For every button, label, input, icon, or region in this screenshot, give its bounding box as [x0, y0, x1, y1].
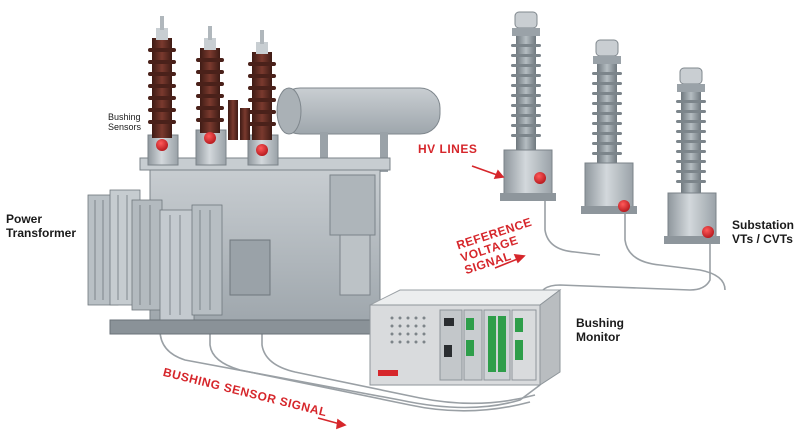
hv-lines-label: HV LINES	[418, 142, 478, 156]
power-transformer	[87, 87, 441, 335]
sensor-dot-icon	[702, 226, 714, 238]
radiator-bank	[87, 189, 223, 321]
vt-2	[581, 39, 637, 214]
bushing-monitor-label: Bushing Monitor	[576, 316, 624, 345]
power-transformer-label: Power Transformer	[6, 212, 77, 241]
bushing-monitor-device	[369, 289, 562, 386]
bushing-1	[148, 16, 176, 138]
arrow-right-icon	[493, 169, 505, 179]
substation-vts	[500, 11, 720, 244]
signal-arrows	[317, 165, 526, 430]
bushing-3	[248, 30, 276, 140]
arrow-right-icon	[513, 254, 526, 264]
sensor-dot-icon	[156, 139, 168, 151]
vt-wire-2	[624, 210, 726, 291]
sensor-dot-icon	[534, 172, 546, 184]
bushing-2	[196, 26, 224, 133]
vt-wire-3	[537, 240, 711, 301]
sensor-dot-icon	[204, 132, 216, 144]
sensor-dot-icon	[618, 200, 630, 212]
sensor-wire-1	[159, 150, 541, 409]
conservator-tank	[279, 87, 441, 135]
arrow-right-icon	[336, 418, 347, 430]
vt-1	[500, 11, 556, 201]
substation-vts-label: Substation VTs / CVTs	[732, 218, 794, 247]
sensor-wire-2	[209, 135, 531, 412]
sensor-dot-icon	[256, 144, 268, 156]
bushing-sensor-dots	[156, 132, 268, 156]
bushing-sensors-label: Bushing Sensors	[108, 112, 142, 133]
signal-wires	[159, 135, 726, 412]
vt-3	[664, 67, 720, 244]
sensor-wire-3	[261, 150, 536, 405]
vt-wire-1	[544, 200, 601, 256]
transformer-bushings	[148, 16, 276, 140]
